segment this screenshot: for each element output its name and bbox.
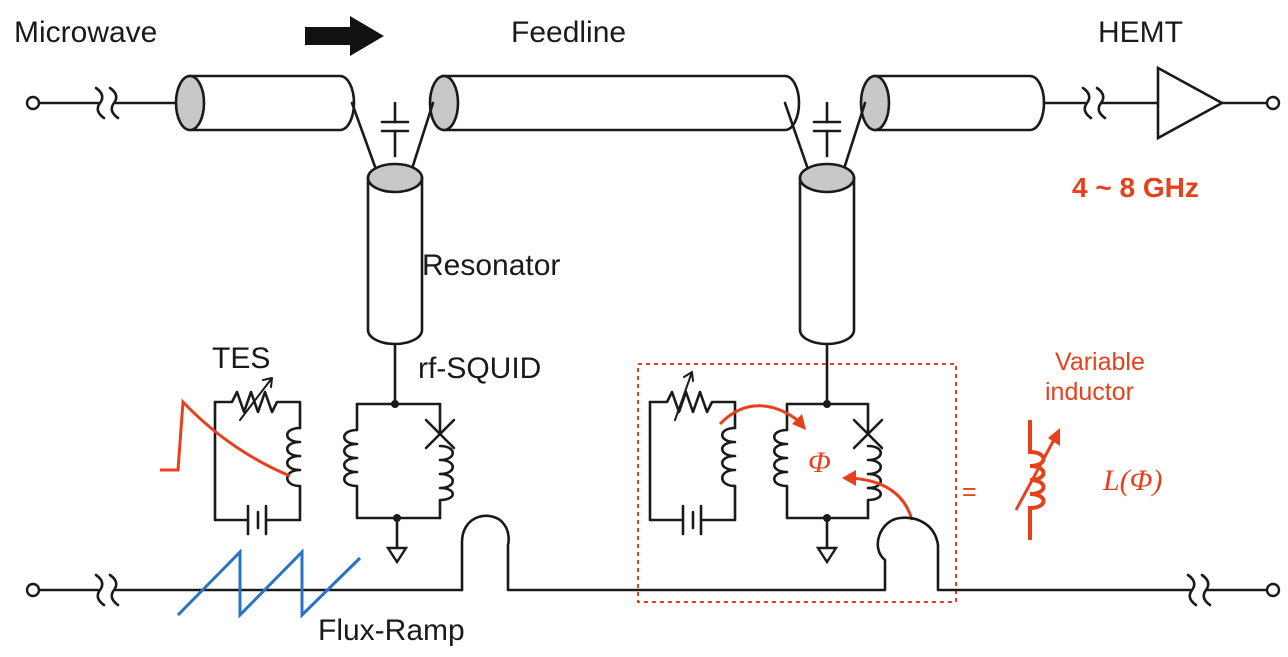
coax-segment-2: [428, 74, 801, 132]
flux-ramp-label: Flux-Ramp: [318, 614, 465, 647]
resonator-label: Resonator: [422, 249, 560, 282]
inductance-label: L(Φ): [1102, 464, 1163, 497]
pixel-1: [160, 377, 456, 565]
tes-pulse-icon: [160, 398, 291, 478]
signal-direction-arrow-icon: [305, 16, 384, 56]
flux-arrow-2-icon: [849, 476, 914, 521]
rf-squid-label: rf-SQUID: [418, 352, 541, 385]
microwave-label: Microwave: [14, 16, 157, 49]
resonator-1: [350, 101, 435, 404]
tes-label: TES: [212, 342, 270, 375]
flux-arrow-1-icon: [718, 404, 801, 426]
highlight-box: [637, 363, 957, 603]
flux-ramp-line: [25, 514, 1281, 619]
ramp-output-terminal: [1265, 582, 1281, 598]
tes-coil: [285, 426, 302, 488]
feedline-group: [25, 16, 1281, 141]
flux-ramp-sawtooth-icon: [176, 548, 362, 619]
variable-inductor-label-line2: inductor: [1045, 378, 1134, 406]
hemt-label: HEMT: [1098, 16, 1183, 49]
variable-inductor-label-line1: Variable: [1055, 348, 1145, 376]
hemt-amplifier-icon: [1156, 65, 1225, 141]
output-terminal: [1265, 95, 1281, 111]
line-break-symbol-out: [1081, 86, 1107, 120]
resonator-2: [783, 101, 867, 404]
pixel-2: Φ =: [637, 363, 1060, 603]
tes-resistor-arrow-icon: [239, 377, 273, 421]
ramp-input-terminal: [25, 582, 41, 598]
ground-icon: [385, 546, 409, 565]
line-break-symbol: [94, 86, 120, 120]
coax-segment-1: [174, 74, 356, 132]
josephson-junction-icon: [424, 418, 456, 450]
input-terminal: [25, 95, 41, 111]
squid-input-coil: [343, 402, 442, 520]
frequency-label: 4 ~ 8 GHz: [1072, 172, 1199, 203]
coax-segment-3: [859, 74, 1046, 132]
squid-coupling-coil: [438, 444, 455, 520]
equals-sign: =: [962, 478, 977, 506]
flux-symbol-label: Φ: [808, 446, 831, 479]
feedline-label: Feedline: [511, 16, 626, 49]
